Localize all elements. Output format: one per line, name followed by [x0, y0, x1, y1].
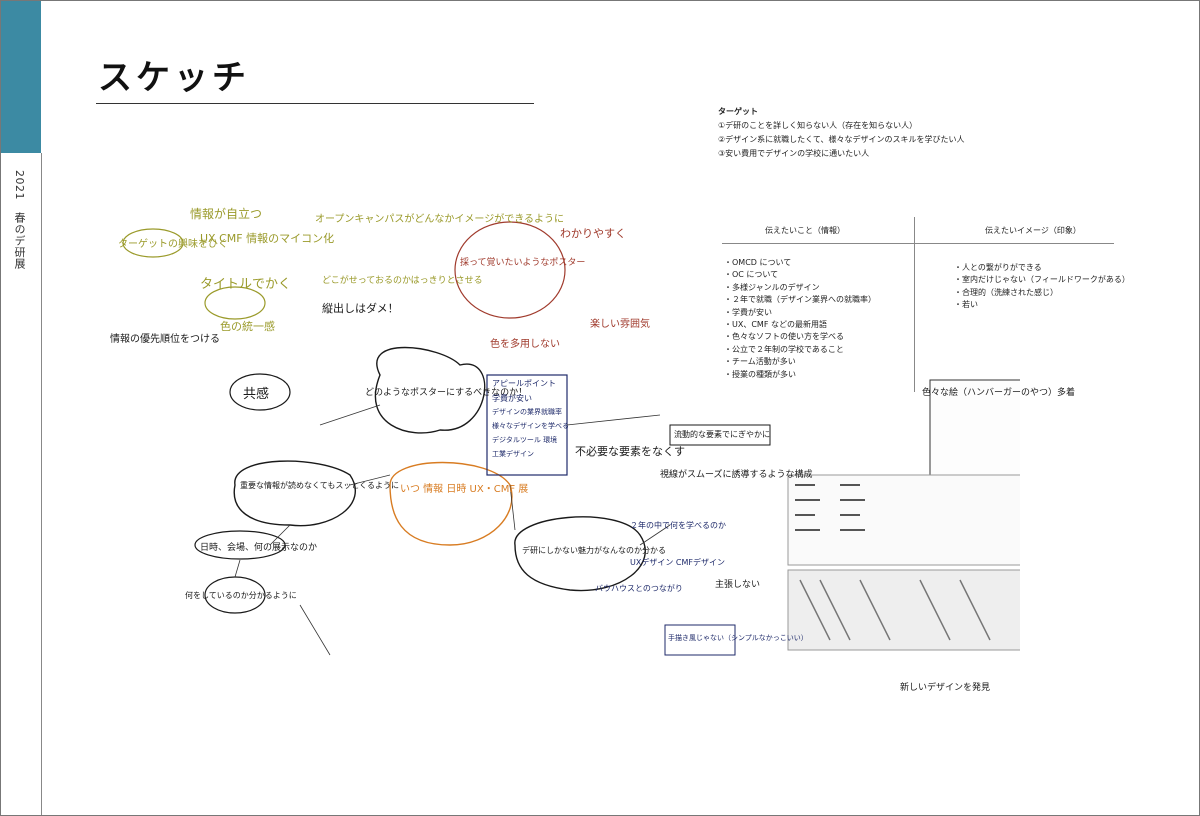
bubble-shape: [669, 424, 771, 446]
list-item: 室内だけじゃない（フィールドワークがある）: [954, 274, 1130, 286]
note: 楽しい雰囲気: [590, 319, 650, 330]
note: 縦出しはダメ！: [322, 302, 399, 315]
note: 視線がスムーズに誘導するような構成: [660, 470, 813, 480]
list-item: ２年で就職（デザイン業界への就職率）: [724, 294, 876, 306]
target-item: ②デザイン系に就職したくて、様々なデザインのスキルを学びたい人: [718, 135, 965, 144]
drawing-hatching: [799, 579, 991, 641]
note: わかりやすく: [560, 227, 626, 240]
section-tab: [1, 1, 41, 153]
note: 採って覚いたいようなポスター: [460, 258, 586, 268]
note: いつ 情報 日時 UX・CMF 展: [400, 484, 529, 495]
note: UXデザイン CMFデザイン: [630, 558, 725, 567]
list-item: 授業の種類が多い: [724, 369, 876, 381]
table-header-rule: [722, 243, 1114, 244]
list-item: 合理的（洗練された感じ）: [954, 287, 1130, 299]
note: 重要な情報が読めなくてもスッとくるように: [240, 481, 399, 490]
note: 不必要な要素をなくす: [575, 445, 685, 458]
table-column-divider: [914, 217, 915, 392]
drawing-textures: [787, 569, 1020, 651]
list-item: 公立で２年制の学校であること: [724, 344, 876, 356]
note: UX CMF 情報のマイコン化: [200, 232, 335, 245]
drawing-pattern-grid: [787, 474, 1020, 566]
side-year: 2021: [13, 170, 26, 200]
target-item: ③安い費用でデザインの学校に通いたい人: [718, 149, 870, 158]
note: デザインの業界就職率: [492, 408, 562, 416]
list-item: 若い: [954, 299, 1130, 311]
note: アピールポイント: [492, 379, 556, 388]
side-label: 2021 春のデ研展: [11, 170, 27, 278]
list-item: OC について: [724, 269, 876, 281]
note: 色を多用しない: [490, 339, 560, 350]
target-block: ターゲット ①デ研のことを詳しく知らない人（存在を知らない人） ②デザイン系に就…: [718, 105, 965, 161]
note: 学費が安い: [492, 394, 532, 403]
drawing-strokes: [795, 484, 865, 531]
bubble-shape: [122, 228, 184, 258]
bubble-shape: [664, 624, 736, 656]
note: オープンキャンパスがどんなかイメージができるように: [315, 214, 564, 225]
note: 色々な絵（ハンバーガーのやつ）多着: [922, 388, 1076, 398]
list-item: OMCD について: [724, 257, 876, 269]
note: ２年の中で何を学べるのか: [630, 521, 726, 530]
note: 共感: [243, 387, 270, 402]
list-item: 人との繋がりができる: [954, 262, 1130, 274]
note: バウハウスとのつながり: [595, 584, 683, 593]
note: デ研にしかない魅力がなんなのか分かる: [522, 546, 666, 555]
page-title: スケッチ: [98, 58, 250, 98]
connector-lines: [234, 404, 671, 656]
note: 様々なデザインを学べる: [492, 422, 569, 430]
bubble-shape: [194, 530, 286, 560]
note: ターゲットの興味をひく: [118, 239, 228, 250]
info-list: OMCD について OC について 多様ジャンルのデザイン ２年で就職（デザイン…: [724, 257, 876, 381]
bubble-shape: [514, 516, 646, 592]
note: 何をしているのか分かるように: [185, 591, 297, 600]
note: 主張しない: [715, 580, 761, 590]
target-heading: ターゲット: [718, 107, 758, 116]
note: 新しいデザインを発見: [900, 683, 991, 693]
list-item: 色々なソフトの使い方を学べる: [724, 331, 876, 343]
note: 情報の優先順位をつける: [110, 334, 220, 345]
bubble-shape: [233, 460, 356, 527]
side-exhibition-name: 春のデ研展: [13, 212, 26, 270]
note: 情報が自立つ: [190, 207, 263, 221]
note: タイトルでかく: [200, 277, 292, 292]
note: デジタルツール 環境: [492, 436, 558, 444]
note: 流動的な要素でにぎやかに: [674, 430, 770, 439]
bubble-shape: [204, 286, 266, 320]
title-underline: [96, 103, 534, 104]
note: 工業デザイン: [492, 450, 534, 458]
list-item: チーム活動が多い: [724, 356, 876, 368]
sketch-mindmap: 情報が自立つ ターゲットの興味をひく UX CMF 情報のマイコン化 タイトルで…: [60, 185, 1075, 725]
list-item: 学費が安い: [724, 307, 876, 319]
note: どのようなポスターにするべきなのか！: [365, 388, 528, 398]
bubble-shape: [374, 346, 486, 434]
bubble-shape: [229, 373, 291, 411]
image-list: 人との繋がりができる 室内だけじゃない（フィールドワークがある） 合理的（洗練さ…: [954, 262, 1130, 312]
note: どこがせっておるのかはっきりとさせる: [322, 276, 483, 286]
bubble-shape: [389, 461, 513, 546]
sketch-shapes: [122, 221, 1020, 656]
note: 手描き風じゃない（シンプルなかっこいい）: [668, 634, 808, 642]
bubble-shape: [454, 221, 566, 319]
col1-header: 伝えたいこと（情報）: [765, 226, 845, 235]
target-item: ①デ研のことを詳しく知らない人（存在を知らない人）: [718, 121, 918, 130]
col2-header: 伝えたいイメージ（印象）: [985, 226, 1081, 235]
list-item: 多様ジャンルのデザイン: [724, 282, 876, 294]
note: 色の統一感: [220, 320, 275, 333]
list-item: UX、CMF などの最新用語: [724, 319, 876, 331]
side-divider: [41, 153, 42, 815]
note: 日時、会場、何の展示なのか: [200, 543, 318, 553]
